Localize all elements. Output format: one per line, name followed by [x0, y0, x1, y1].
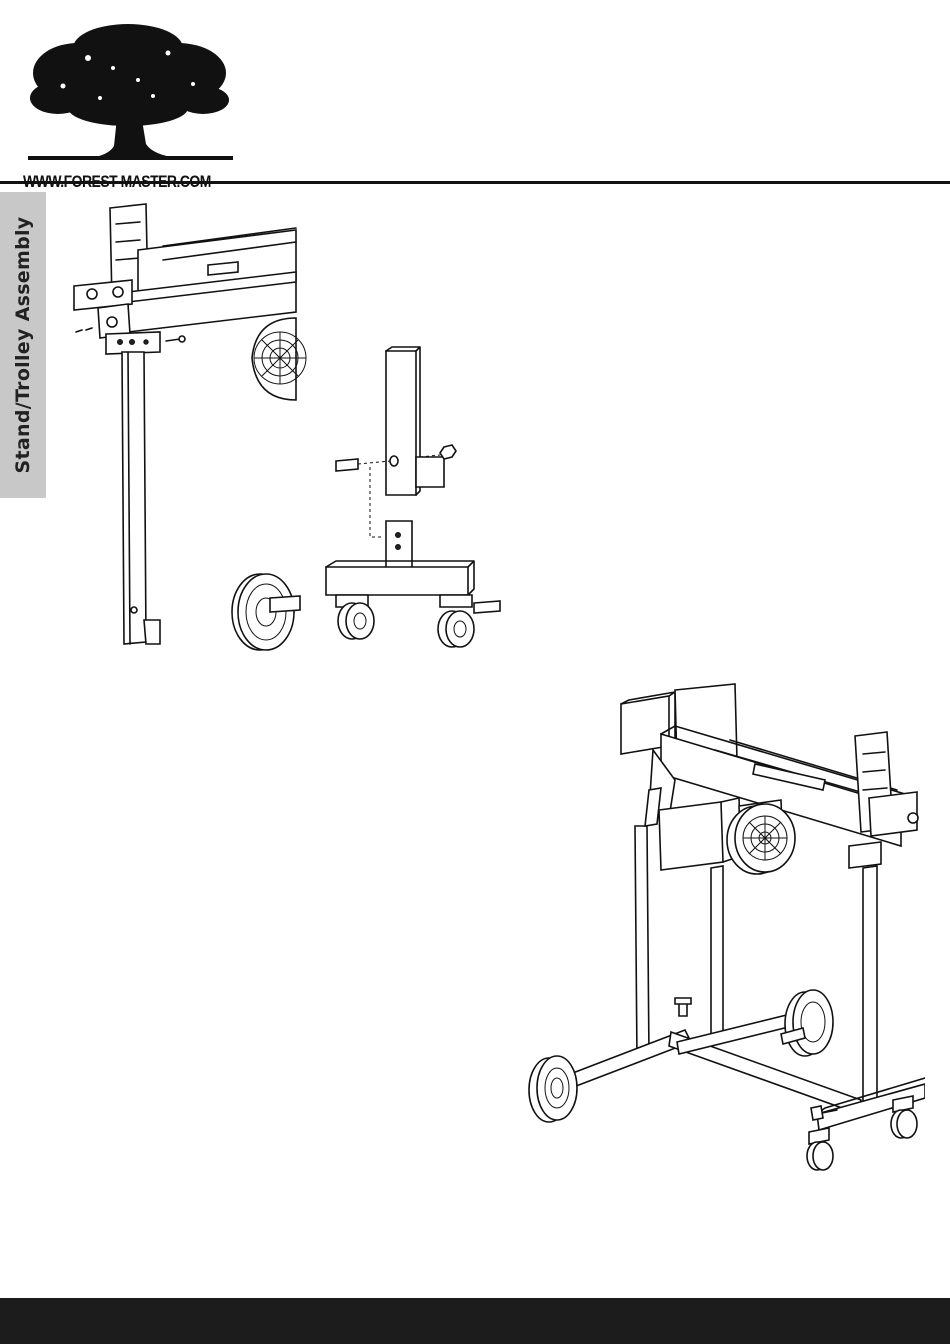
castor-base-assembly-diagram [322, 345, 507, 655]
section-tab-label: Stand/Trolley Assembly [12, 217, 34, 474]
wheel-diagram [226, 570, 306, 652]
forest-master-logo: WWW.FOREST-MASTER.COM [18, 18, 238, 183]
section-tab: Stand/Trolley Assembly [0, 192, 46, 498]
tree-icon [18, 18, 238, 168]
footer-bar [0, 1298, 950, 1344]
header-rule [0, 181, 950, 184]
assembled-stand-diagram [525, 680, 925, 1180]
